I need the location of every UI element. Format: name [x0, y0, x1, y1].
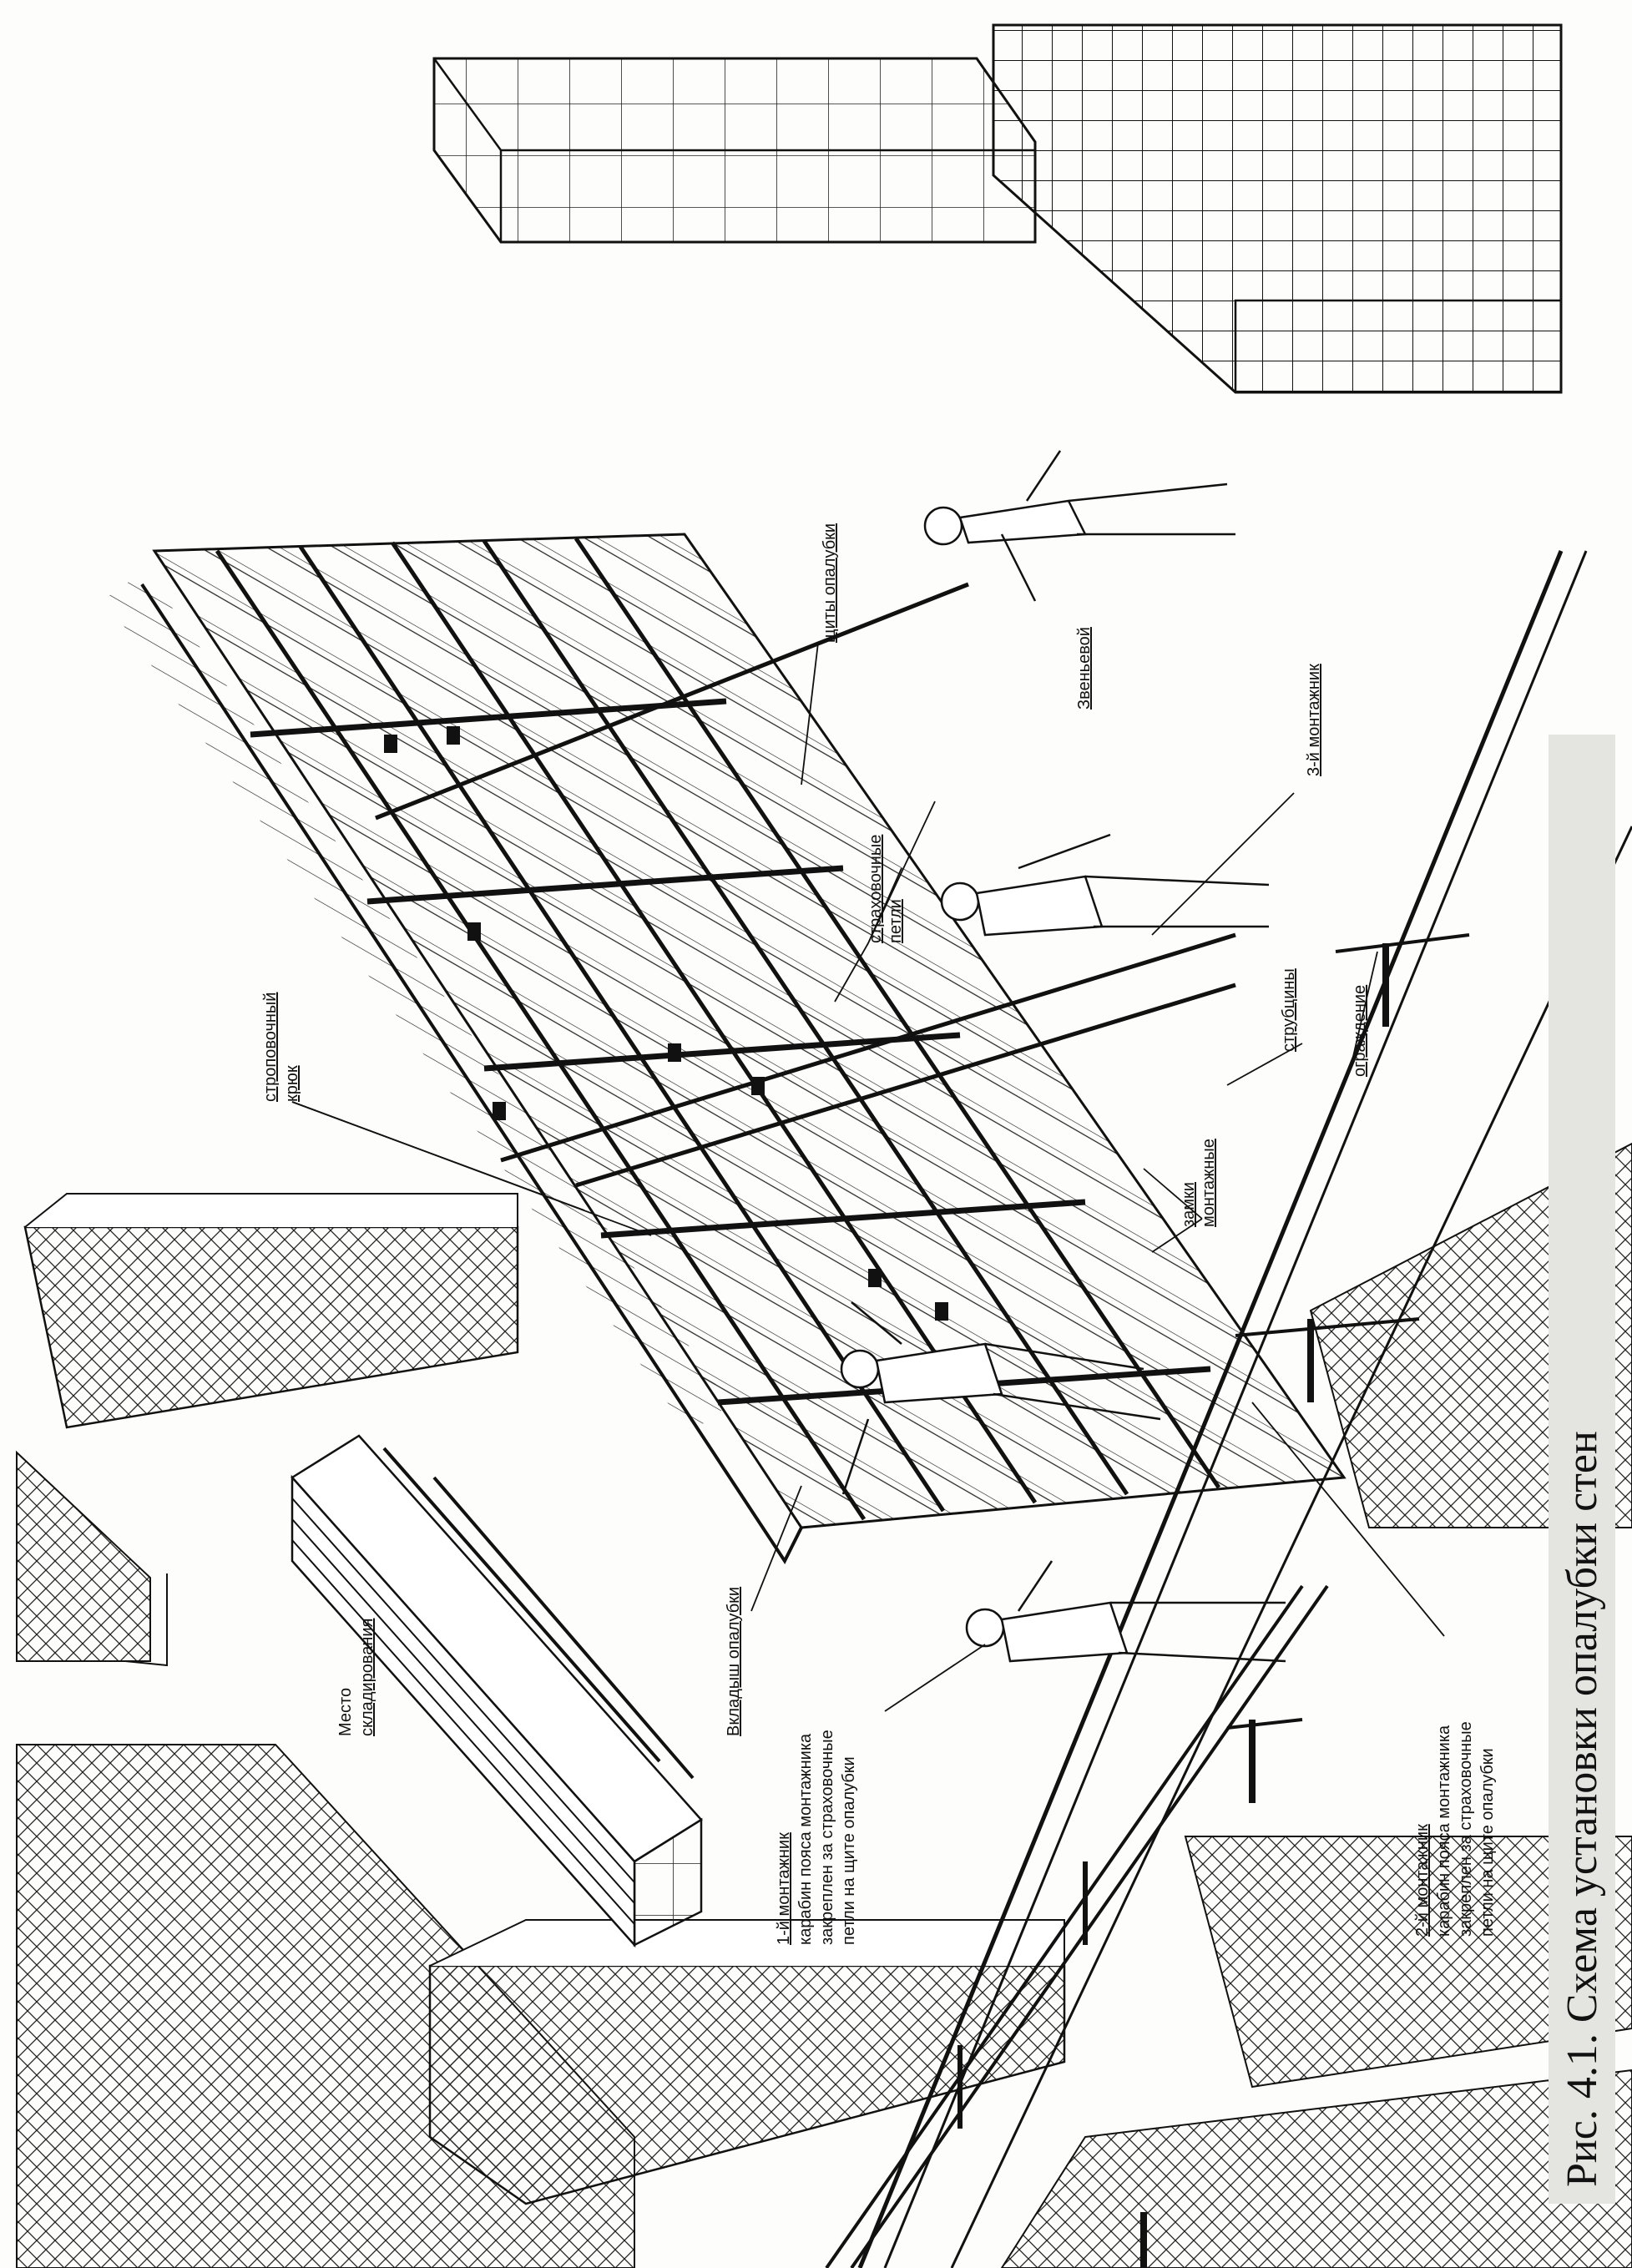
stacked-panels: [291, 1434, 703, 1948]
label-formwork-insert: Вкладыш опалубки: [725, 1587, 743, 1736]
worker-foreman: [923, 450, 1235, 602]
concrete-walls: [16, 1142, 1632, 2268]
label-safety-loops: страховочные петли: [867, 830, 905, 943]
label-sling-hook: строповочный крюк: [261, 988, 301, 1102]
label-mounting-clamps: замки монтажные: [1180, 1139, 1218, 1227]
label-fence: ограждение: [1351, 985, 1369, 1077]
leader-lines: [291, 642, 1445, 1712]
label-installer-2: 2-й монтажник карабин пояса монтажника з…: [1413, 1717, 1497, 1937]
label-braces: струбцины: [1280, 968, 1298, 1052]
label-foreman: Звеньевой: [1075, 627, 1094, 710]
label-installer-3: 3-й монтажник: [1305, 664, 1323, 776]
labels: Место складирования Вкладыш опалубки 1-й…: [261, 523, 1497, 1945]
label-storage-place: Место складирования: [336, 1619, 376, 1736]
label-installer-1: 1-й монтажник карабин пояса монтажника з…: [775, 1725, 858, 1945]
rebar-cages: [432, 23, 1563, 394]
figure-caption: Рис. 4.1. Схема установки опалубки стен: [1559, 1431, 1606, 2187]
worker-installer-2: [965, 1560, 1286, 1663]
label-formwork-panels: щиты опалубки: [821, 523, 839, 643]
workers: [840, 450, 1286, 1663]
formwork-panels: [104, 533, 1347, 1564]
caption-box: Рис. 4.1. Схема установки опалубки стен: [1549, 735, 1615, 2204]
worker-installer-3: [940, 833, 1270, 937]
worker-installer-1: [840, 1301, 1161, 1495]
